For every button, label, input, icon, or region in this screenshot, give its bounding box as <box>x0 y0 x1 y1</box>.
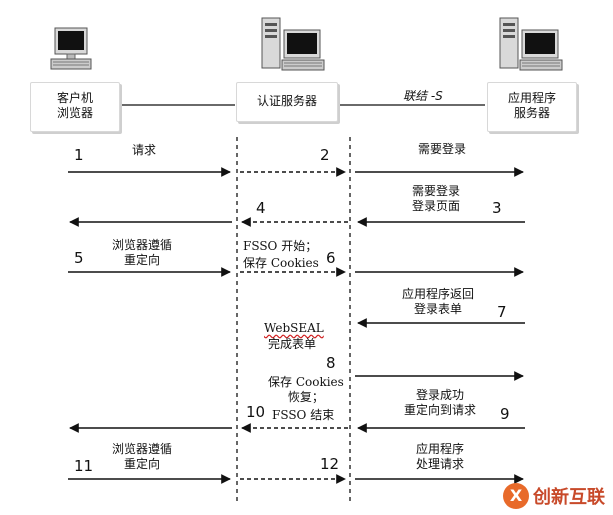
step-10-label: FSSO 结束 <box>272 408 335 422</box>
actor-browser-box: 客户机 浏览器 <box>30 82 120 132</box>
server-icon <box>499 17 563 71</box>
step-8-label-c: 保存 Cookies 恢复； <box>268 375 344 404</box>
step-6-label: FSSO 开始； 保存 Cookies <box>243 239 319 270</box>
actor-app-label: 应用程序 服务器 <box>507 91 556 120</box>
watermark-icon: X <box>503 483 529 509</box>
step-number-9: 9 <box>500 405 510 423</box>
step-number-7: 7 <box>497 303 507 321</box>
step-11-label: 浏览器遵循 重定向 <box>112 442 173 471</box>
computer-icon <box>50 27 92 70</box>
step-number-8: 8 <box>326 354 336 372</box>
server-icon <box>261 17 325 71</box>
step-8-label-a: WebSEAL <box>264 321 324 335</box>
step-7-label: 应用程序返回 登录表单 <box>402 287 475 316</box>
actor-auth-label: 认证服务器 <box>256 94 317 108</box>
step-number-12: 12 <box>320 455 340 473</box>
step-number-1: 1 <box>74 146 84 164</box>
step-1-label: 请求 <box>132 143 157 157</box>
watermark-text: 创新互联 <box>533 487 605 508</box>
step-12-label: 应用程序 处理请求 <box>416 442 465 471</box>
step-number-2: 2 <box>320 146 330 164</box>
actor-auth-box: 认证服务器 <box>236 82 338 122</box>
step-number-11: 11 <box>74 457 94 475</box>
step-8-label-b: 完成表单 <box>268 337 317 351</box>
step-3-label: 需要登录 登录页面 <box>412 184 461 213</box>
actor-browser-label: 客户机 浏览器 <box>56 91 93 120</box>
step-number-5: 5 <box>74 249 84 267</box>
step-number-6: 6 <box>326 249 336 267</box>
step-number-4: 4 <box>256 199 266 217</box>
step-5-label: 浏览器遵循 重定向 <box>112 238 173 267</box>
actor-app-box: 应用程序 服务器 <box>487 82 577 132</box>
link-label: 联结 -S <box>403 89 443 103</box>
step-2-label: 需要登录 <box>418 142 467 156</box>
step-number-3: 3 <box>492 199 502 217</box>
watermark-logo: X 创新互联 <box>503 483 605 509</box>
step-9-label: 登录成功 重定向到请求 <box>404 388 477 417</box>
step-number-10: 10 <box>246 403 266 421</box>
